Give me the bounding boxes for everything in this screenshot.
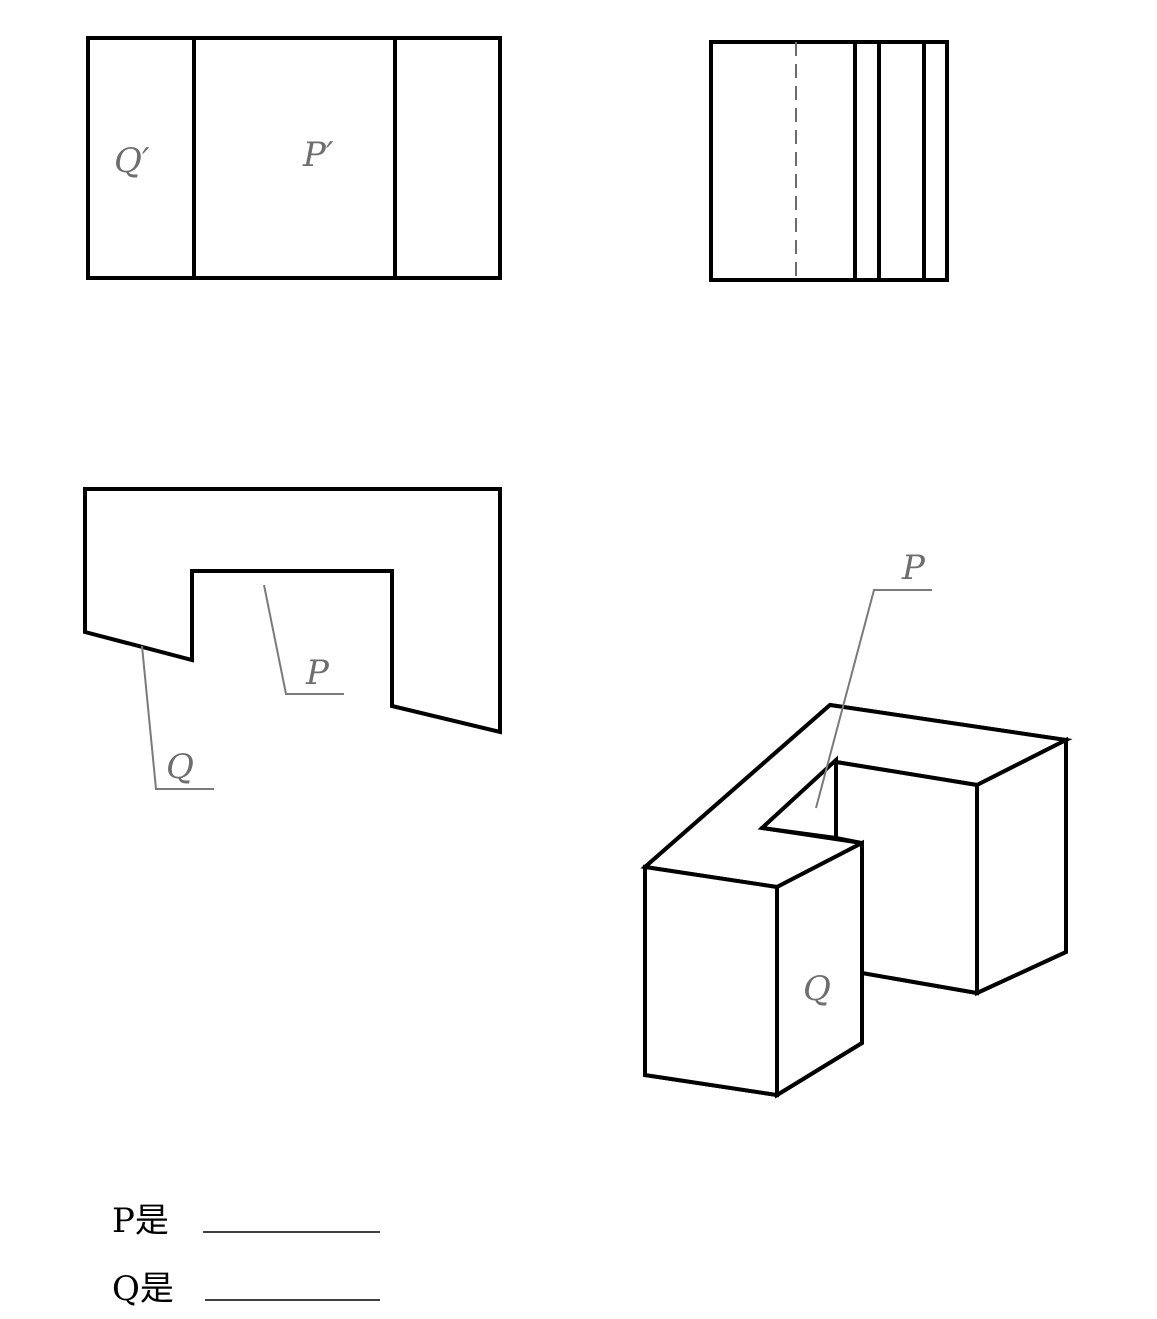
iso-left-block-inner-face bbox=[775, 839, 864, 1099]
side-view-outline bbox=[709, 40, 949, 282]
top-view: P Q bbox=[83, 487, 502, 790]
iso-right-block-side bbox=[975, 736, 1068, 997]
top-view-leader-q bbox=[141, 645, 214, 790]
top-view-leader-p bbox=[263, 584, 344, 695]
iso-leader-p bbox=[815, 589, 932, 809]
iso-label-q: Q bbox=[803, 969, 831, 1009]
side-view bbox=[709, 40, 949, 282]
top-view-label-p: P bbox=[305, 653, 330, 693]
top-view-label-q: Q bbox=[166, 747, 194, 787]
iso-label-p: P bbox=[901, 548, 926, 588]
top-view-outline bbox=[83, 487, 502, 735]
front-view-outline bbox=[86, 36, 502, 280]
isometric-view: P Q bbox=[640, 548, 1073, 1099]
questions: P是 Q是 bbox=[112, 1201, 380, 1309]
label-q-prime: Q′ bbox=[114, 141, 150, 181]
question-q-prompt: Q是 bbox=[112, 1269, 174, 1309]
question-p-prompt: P是 bbox=[112, 1201, 169, 1241]
front-view: Q′ P′ bbox=[86, 36, 502, 280]
iso-notch-back-edge bbox=[760, 826, 838, 840]
iso-left-block-front bbox=[643, 864, 779, 1098]
label-p-prime: P′ bbox=[302, 135, 334, 175]
